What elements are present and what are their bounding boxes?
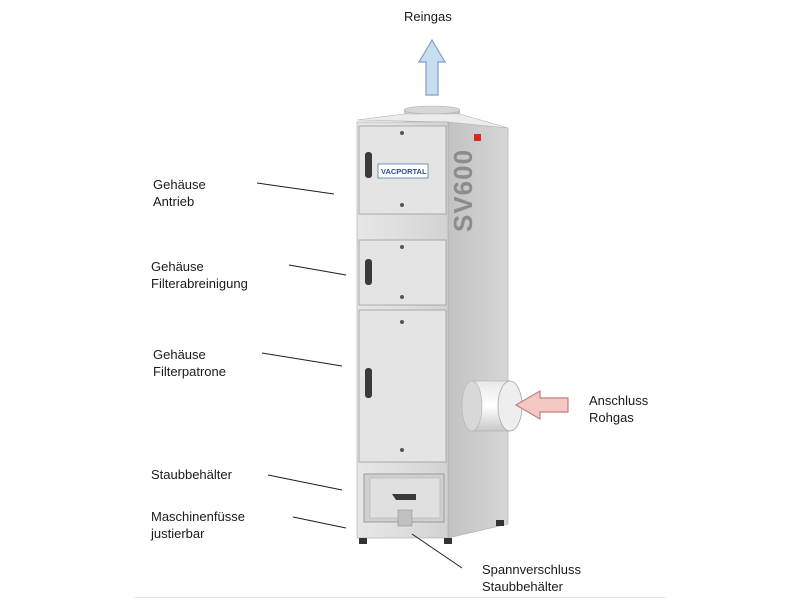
- label-line: Gehäuse: [153, 177, 206, 192]
- door-handle: [365, 259, 372, 285]
- label-line: Filterpatrone: [153, 364, 226, 379]
- label-line: Filterabreinigung: [151, 276, 248, 291]
- panel-filter-cleaning: [358, 239, 447, 306]
- label-housing-filter-cleaning: Gehäuse Filterabreinigung: [151, 258, 248, 292]
- label-line: justierbar: [151, 526, 205, 541]
- panel-drive: VACPORTAL: [358, 125, 447, 215]
- label-line: Staubbehälter: [151, 467, 232, 482]
- raw-gas-arrow-icon: [514, 389, 569, 421]
- label-clean-gas: Reingas: [404, 8, 452, 25]
- leader-lines: [256, 182, 463, 569]
- swiss-flag-icon: [474, 134, 481, 141]
- label-line: Spannverschluss: [482, 562, 581, 577]
- label-dust-container: Staubbehälter: [151, 466, 232, 483]
- label-clamp-closure: Spannverschluss Staubbehälter: [482, 561, 581, 595]
- label-line: Antrieb: [153, 194, 195, 209]
- cabinet-top: [356, 113, 509, 129]
- label-housing-filter-cartridge: Gehäuse Filterpatrone: [153, 346, 226, 380]
- bottom-divider: [135, 597, 665, 598]
- vacportal-logo: [377, 163, 429, 179]
- door-handle: [365, 368, 372, 398]
- door-handle: [365, 152, 372, 178]
- label-line: Reingas: [404, 9, 452, 24]
- label-line: Anschluss: [589, 393, 649, 408]
- clamp-lock: [397, 509, 413, 527]
- logo-text: VACPORTAL: [381, 167, 427, 176]
- bin-handle: [392, 494, 416, 500]
- label-line: Rohgas: [589, 410, 634, 425]
- label-line: Maschinenfüsse: [151, 509, 245, 524]
- panel-filter-cartridge: [358, 309, 447, 463]
- label-line: Gehäuse: [153, 347, 206, 362]
- label-raw-gas-connection: Anschluss Rohgas: [589, 392, 648, 426]
- label-line: Staubbehälter: [482, 579, 563, 594]
- label-housing-drive: Gehäuse Antrieb: [153, 176, 206, 210]
- inlet-pipe: [461, 380, 523, 432]
- label-line: Gehäuse: [151, 259, 204, 274]
- dust-bin: [363, 473, 445, 527]
- clean-gas-arrow-icon: [417, 38, 447, 96]
- label-machine-feet: Maschinenfüsse justierbar: [151, 508, 245, 542]
- adjustable-feet: [359, 520, 504, 544]
- model-text: SV600: [448, 149, 478, 232]
